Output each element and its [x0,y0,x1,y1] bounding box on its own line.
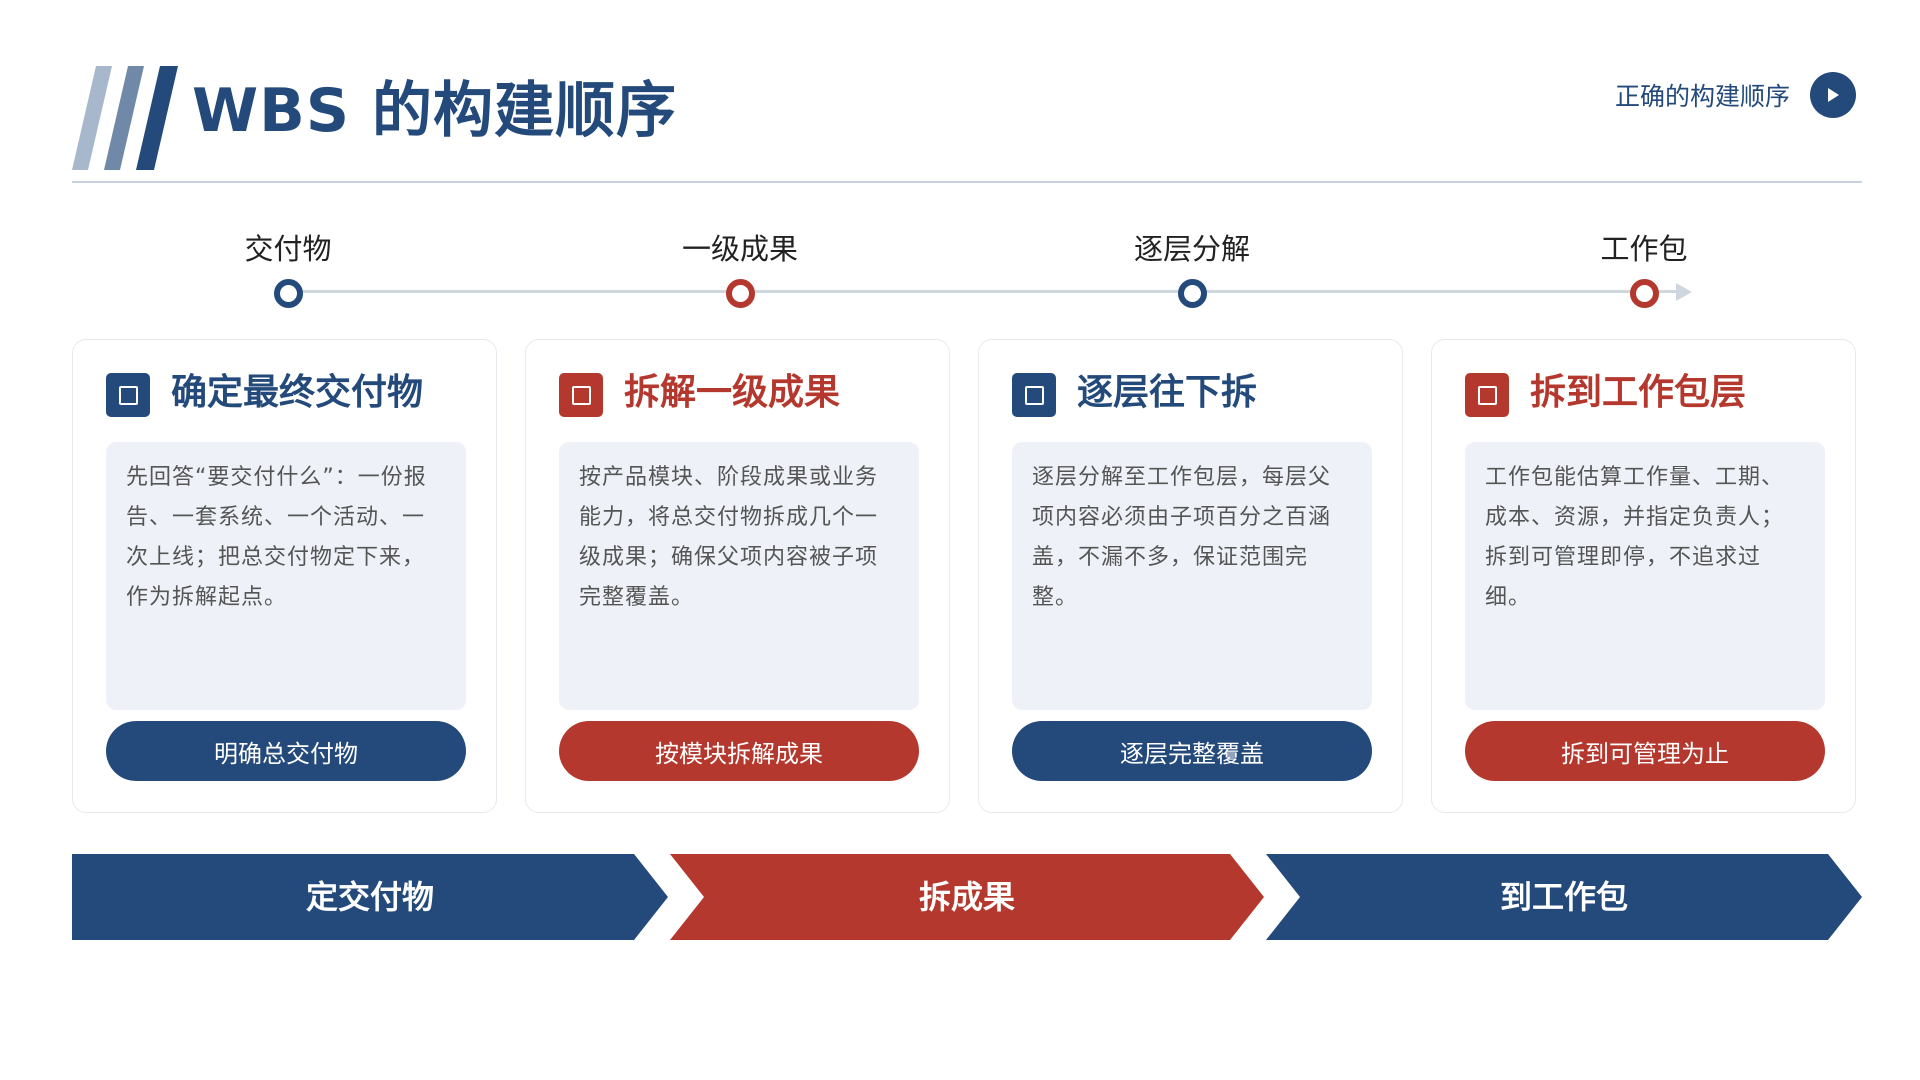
chevron-step-3 [1266,854,1862,940]
timeline-node [1630,279,1659,308]
timeline-node [1178,279,1207,308]
step-card: 拆到工作包层 工作包能估算工作量、工期、成本、资源，并指定负责人；拆到可管理即停… [1431,339,1856,813]
step-card: 逐层往下拆 逐层分解至工作包层，每层父项内容必须由子项百分之百涵盖，不漏不多，保… [978,339,1403,813]
card-title: 拆到工作包层 [1530,372,1747,413]
page-title: WBS 的构建顺序 [192,76,678,146]
play-icon[interactable] [1810,72,1856,118]
checkbox-icon [1012,373,1056,417]
card-action-button[interactable]: 明确总交付物 [106,721,466,781]
card-description: 按产品模块、阶段成果或业务能力，将总交付物拆成几个一级成果；确保父项内容被子项完… [559,442,919,710]
process-chevrons [72,854,1862,940]
step-card: 拆解一级成果 按产品模块、阶段成果或业务能力，将总交付物拆成几个一级成果；确保父… [525,339,950,813]
timeline-step-label: 工作包 [1600,232,1688,266]
checkbox-icon [1465,373,1509,417]
chevron-step-1 [72,854,668,940]
checkbox-icon [559,373,603,417]
card-description: 工作包能估算工作量、工期、成本、资源，并指定负责人；拆到可管理即停，不追求过细。 [1465,442,1825,710]
timeline-line [287,290,1682,293]
timeline-step-label: 交付物 [244,232,332,266]
timeline-step-label: 一级成果 [681,232,798,266]
card-title: 拆解一级成果 [624,372,841,413]
title-stripes-decoration [72,66,178,170]
timeline-node [726,279,755,308]
card-action-button[interactable]: 逐层完整覆盖 [1012,721,1372,781]
chevron-label: 拆成果 [918,878,1015,916]
header-divider [72,181,1862,183]
card-description: 逐层分解至工作包层，每层父项内容必须由子项百分之百涵盖，不漏不多，保证范围完整。 [1012,442,1372,710]
chevron-label: 定交付物 [305,878,434,916]
timeline-arrow-icon [1676,283,1692,301]
checkbox-icon [106,373,150,417]
card-description: 先回答“要交付什么”：一份报告、一套系统、一个活动、一次上线；把总交付物定下来，… [106,442,466,710]
correct-order-link[interactable]: 正确的构建顺序 [1615,72,1856,118]
card-title: 逐层往下拆 [1077,372,1258,413]
card-action-button[interactable]: 拆到可管理为止 [1465,721,1825,781]
chevron-label: 到工作包 [1499,878,1628,916]
card-action-button[interactable]: 按模块拆解成果 [559,721,919,781]
correct-order-link-label: 正确的构建顺序 [1614,82,1790,111]
timeline-step-label: 逐层分解 [1133,232,1250,266]
step-card: 确定最终交付物 先回答“要交付什么”：一份报告、一套系统、一个活动、一次上线；把… [72,339,497,813]
chevron-step-2 [670,854,1264,940]
timeline-node [274,279,303,308]
card-title: 确定最终交付物 [171,372,424,413]
